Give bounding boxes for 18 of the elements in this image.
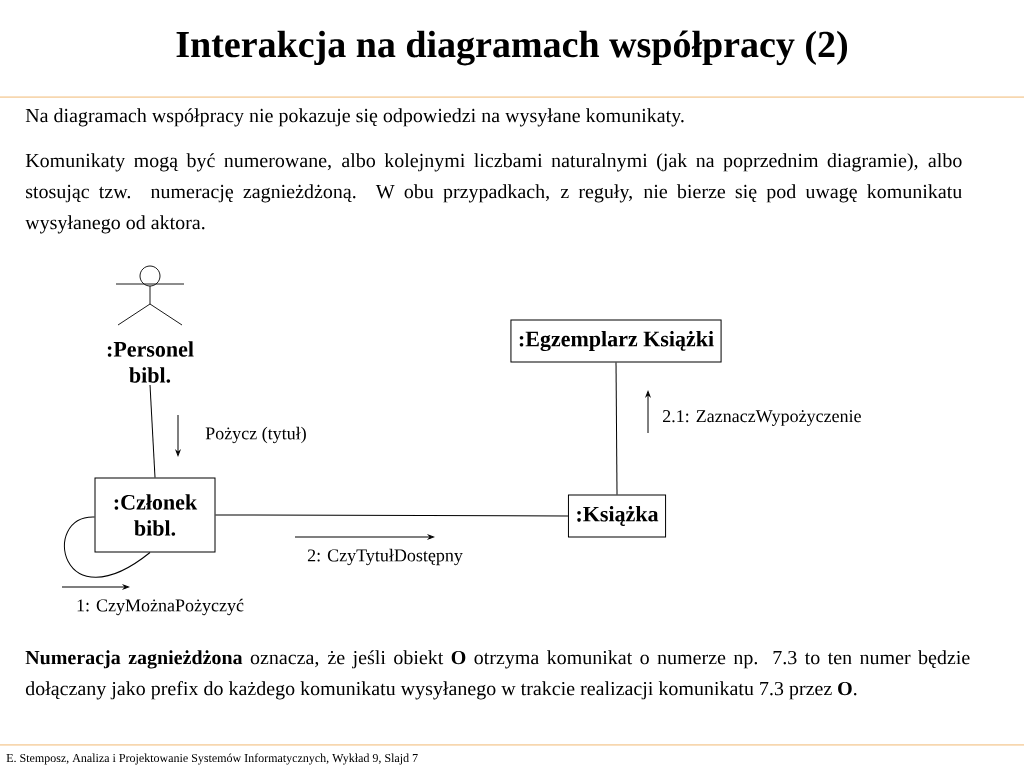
object-box: :Członek bibl. xyxy=(94,477,216,553)
connector-line xyxy=(149,384,156,478)
object-box: :Książka xyxy=(567,494,667,538)
connector-line xyxy=(64,516,151,578)
paragraph: Numeracja zagnieżdżona oznacza, że jeśli obiekt O otrzyma komunikat o numerze np. 7.3 to ten numer będzie dołączany jako prefix do każdego komunikatu wysyłanego w trakcie realizacji komunikatu 7.3 przez O. xyxy=(25,650,970,700)
message-label: 2.1: ZaznaczWypożyczenie xyxy=(663,410,861,426)
node-label: :Personel bibl. xyxy=(107,341,194,383)
paragraph: Komunikaty mogą być numerowane, albo kolejnymi liczbami naturalnymi (jak na poprzednim diagramie), albo stosując tzw. numerację zagnieżdżoną. W obu przypadkach, z reguły, nie bierze się pod uwagę komunikatu wysyłanego od aktora. xyxy=(25,153,962,234)
object-box: :Egzemplarz Książki xyxy=(510,319,722,363)
slide-title: Interakcja na diagramach współpracy (2) xyxy=(176,30,847,66)
actor-figure: :Personel bibl. xyxy=(107,265,194,383)
message-label: 2: CzyTytułDostępny xyxy=(307,548,463,566)
connector-line xyxy=(615,362,618,495)
footer-text: E. Stemposz, Analiza i Projektowanie Systemów Informatycznych, Wykład 9, Slajd 7 xyxy=(6,753,418,765)
message-label: Pożycz (tytuł) xyxy=(205,426,306,444)
connector-line xyxy=(215,514,569,517)
message-label: 1: CzyMożnaPożyczyć xyxy=(77,598,244,616)
paragraph: Na diagramach współpracy nie pokazuje się odpowiedzi na wysyłane komunikaty. xyxy=(25,108,684,127)
